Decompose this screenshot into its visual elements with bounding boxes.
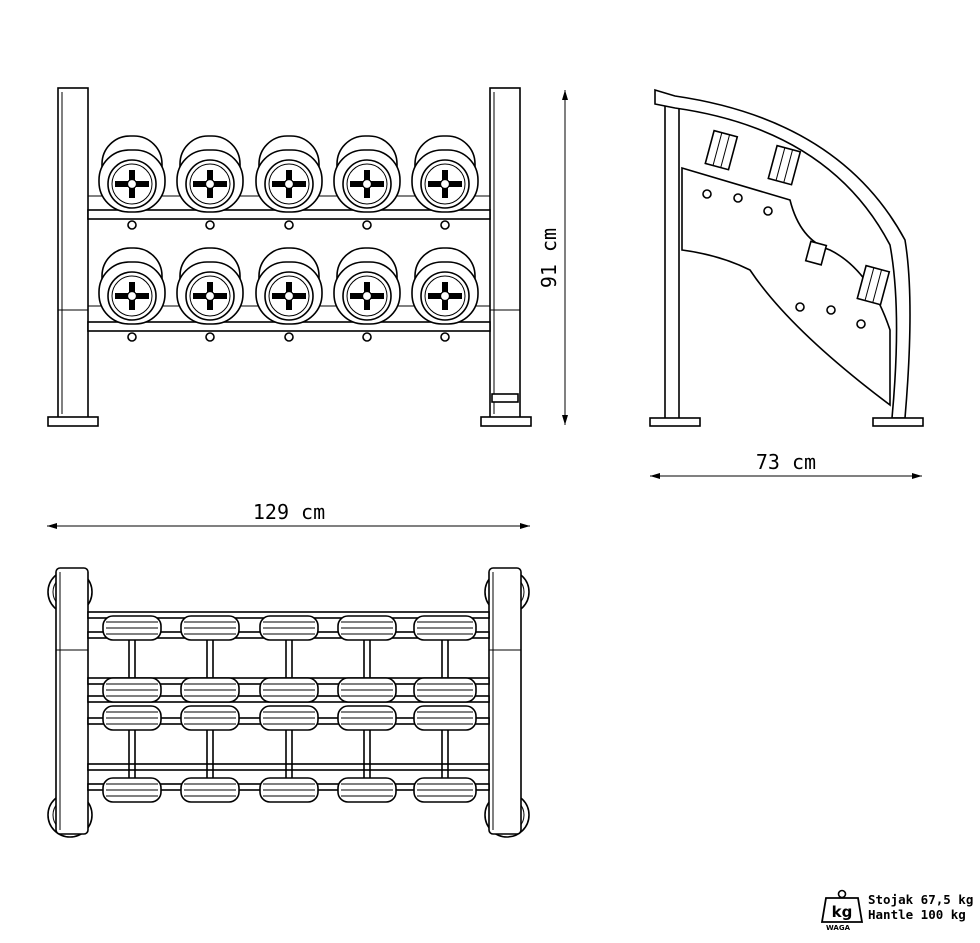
front-dumbbell <box>333 135 401 230</box>
front-dumbbell <box>176 247 244 342</box>
front-view <box>47 87 532 427</box>
weight-icon: kg <box>820 889 864 923</box>
weight-unit: kg <box>832 903 853 921</box>
top-dumbbell <box>102 705 162 803</box>
top-dumbbell <box>180 615 240 703</box>
height-label: 91 cm <box>537 228 561 288</box>
top-dumbbell <box>337 705 397 803</box>
top-dumbbell <box>259 615 319 703</box>
top-dumbbell <box>259 705 319 803</box>
front-dumbbell <box>98 135 166 230</box>
top-view <box>47 567 530 838</box>
front-dumbbell <box>176 135 244 230</box>
rack-weight-label: Stojak 67,5 kg <box>868 892 974 907</box>
width-dimension: 129 cm <box>47 500 530 529</box>
weight-caption: WAGA <box>826 924 850 932</box>
front-dumbbell <box>411 247 479 342</box>
dumbbells-weight-label: Hantle 100 kg <box>868 907 966 922</box>
top-dumbbell <box>337 615 397 703</box>
width-label: 129 cm <box>253 500 325 524</box>
front-dumbbell <box>255 247 323 342</box>
weight-badge: kg WAGA Stojak 67,5 kg Hantle 100 kg <box>820 888 978 938</box>
front-dumbbell <box>333 247 401 342</box>
top-dumbbell <box>413 615 477 703</box>
side-view <box>649 88 924 427</box>
top-dumbbell <box>102 615 162 703</box>
depth-dimension: 73 cm <box>650 450 922 479</box>
depth-label: 73 cm <box>756 450 816 474</box>
top-dumbbell <box>180 705 240 803</box>
front-dumbbell <box>98 247 166 342</box>
height-dimension: 91 cm <box>537 90 568 425</box>
top-dumbbell <box>413 705 477 803</box>
front-dumbbell <box>255 135 323 230</box>
front-dumbbell <box>411 135 479 230</box>
